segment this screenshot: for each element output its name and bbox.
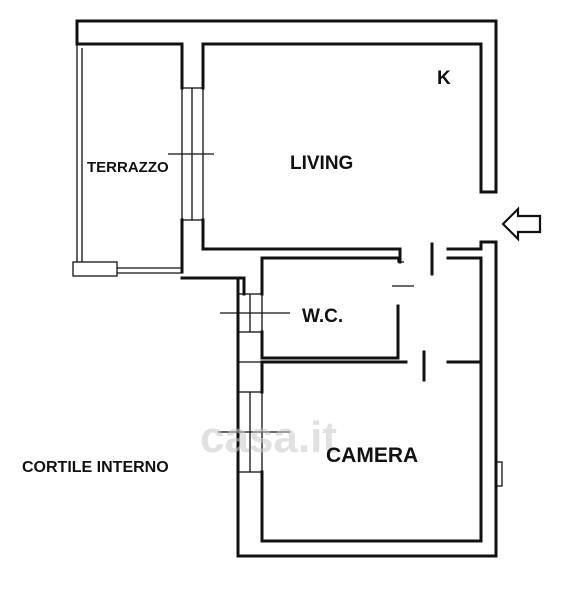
terrace-planter [72, 261, 118, 277]
wall-terrace-top [75, 42, 184, 90]
wall-corridor-top [180, 276, 246, 296]
room-label-terrace: TERRAZZO [87, 159, 169, 176]
wall-east-bottom [236, 240, 498, 558]
wall-living-bottom-right [446, 240, 483, 251]
area-label-courtyard: CORTILE INTERNO [22, 459, 169, 476]
room-label-kitchen: K [437, 68, 451, 89]
wall-living-top [201, 42, 483, 194]
wall-top-right [75, 19, 498, 194]
east-wall-bump [495, 461, 503, 487]
wc-corner-detail [397, 258, 404, 263]
wall-hall-right [446, 256, 483, 364]
windows [168, 87, 290, 473]
arrow-left-outline-icon [501, 206, 542, 242]
wall-wc-bottom [260, 304, 400, 360]
wall-bedroom-outline [260, 360, 483, 543]
wall-living-bottom [201, 218, 402, 264]
room-label-wc: W.C. [302, 306, 343, 327]
inner-walls [72, 42, 503, 543]
room-label-living: LIVING [290, 153, 353, 174]
watermark-text: casa.it [200, 413, 337, 462]
room-label-bedroom: CAMERA [326, 444, 418, 467]
